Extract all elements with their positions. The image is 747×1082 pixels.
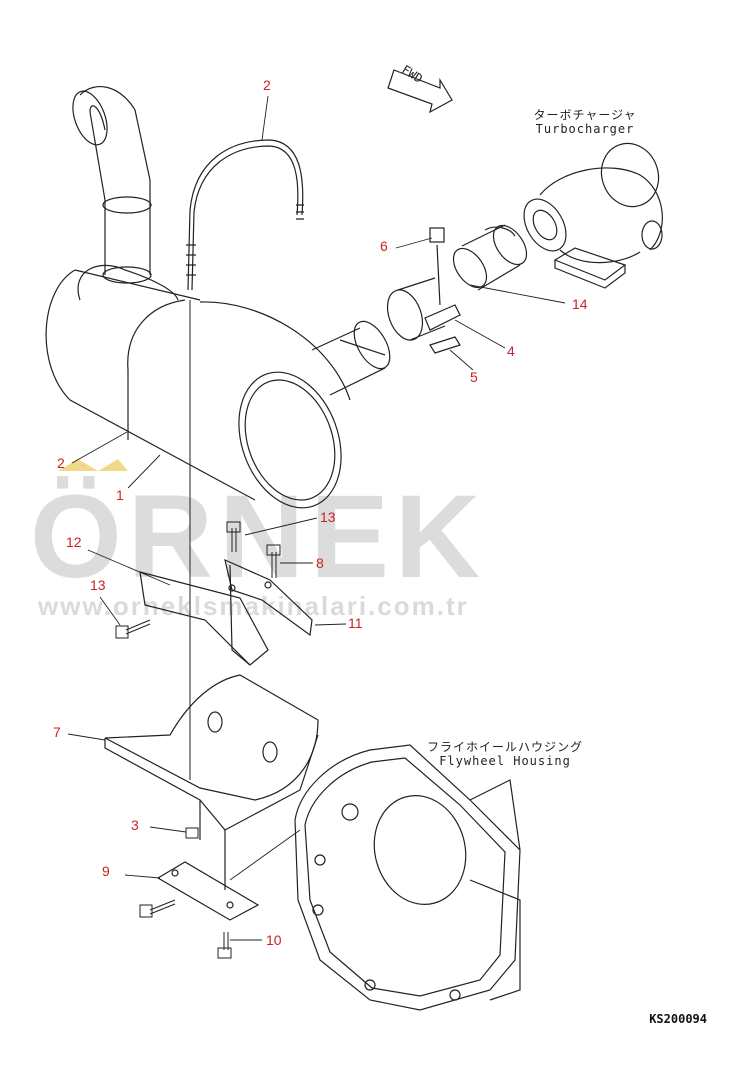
flywheel-housing-caption: フライホイールハウジング Flywheel Housing	[420, 740, 590, 768]
turbocharger-label-jp: ターボチャージャ	[533, 108, 637, 122]
callout-5: 5	[470, 369, 478, 385]
fwd-arrow-icon	[387, 69, 453, 114]
drawing-code: KS200094	[649, 1012, 707, 1026]
watermark-accent	[58, 459, 128, 471]
bracket-part	[139, 558, 313, 666]
turbocharger-caption: ターボチャージャ Turbocharger	[520, 108, 650, 136]
u-bolt-part	[186, 139, 304, 780]
bolts	[115, 521, 281, 959]
callout-7: 7	[53, 724, 61, 740]
callout-10: 10	[266, 932, 282, 948]
callout-13-upper: 13	[320, 509, 336, 525]
leader-lines	[67, 95, 566, 941]
connector-pipe-part	[452, 224, 528, 291]
muffler-support-part	[104, 674, 319, 890]
callout-8: 8	[316, 555, 324, 571]
callout-12: 12	[66, 534, 82, 550]
plate-part	[156, 861, 260, 921]
flywheel-housing-label-jp: フライホイールハウジング	[426, 740, 583, 754]
callout-11: 11	[348, 615, 363, 631]
callout-9: 9	[102, 863, 110, 879]
callout-4: 4	[507, 343, 515, 359]
watermark-brand: ÖRNEK	[30, 471, 487, 603]
watermark-url: www.orneklsmakinalari.com.tr	[38, 591, 469, 621]
turbocharger-label-en: Turbocharger	[535, 122, 635, 136]
callout-2-lower: 2	[57, 455, 65, 471]
muffler-part	[45, 86, 391, 509]
band-clamp-part	[386, 227, 461, 354]
flywheel-housing-label-en: Flywheel Housing	[439, 754, 571, 768]
callout-14: 14	[572, 296, 588, 312]
flywheel-housing-part	[294, 744, 521, 1011]
callout-6: 6	[380, 238, 388, 254]
callout-1: 1	[116, 487, 124, 503]
callout-13-lower: 13	[90, 577, 106, 593]
turbocharger-part	[523, 142, 663, 289]
callout-3: 3	[131, 817, 139, 833]
callout-2-upper: 2	[263, 77, 271, 93]
